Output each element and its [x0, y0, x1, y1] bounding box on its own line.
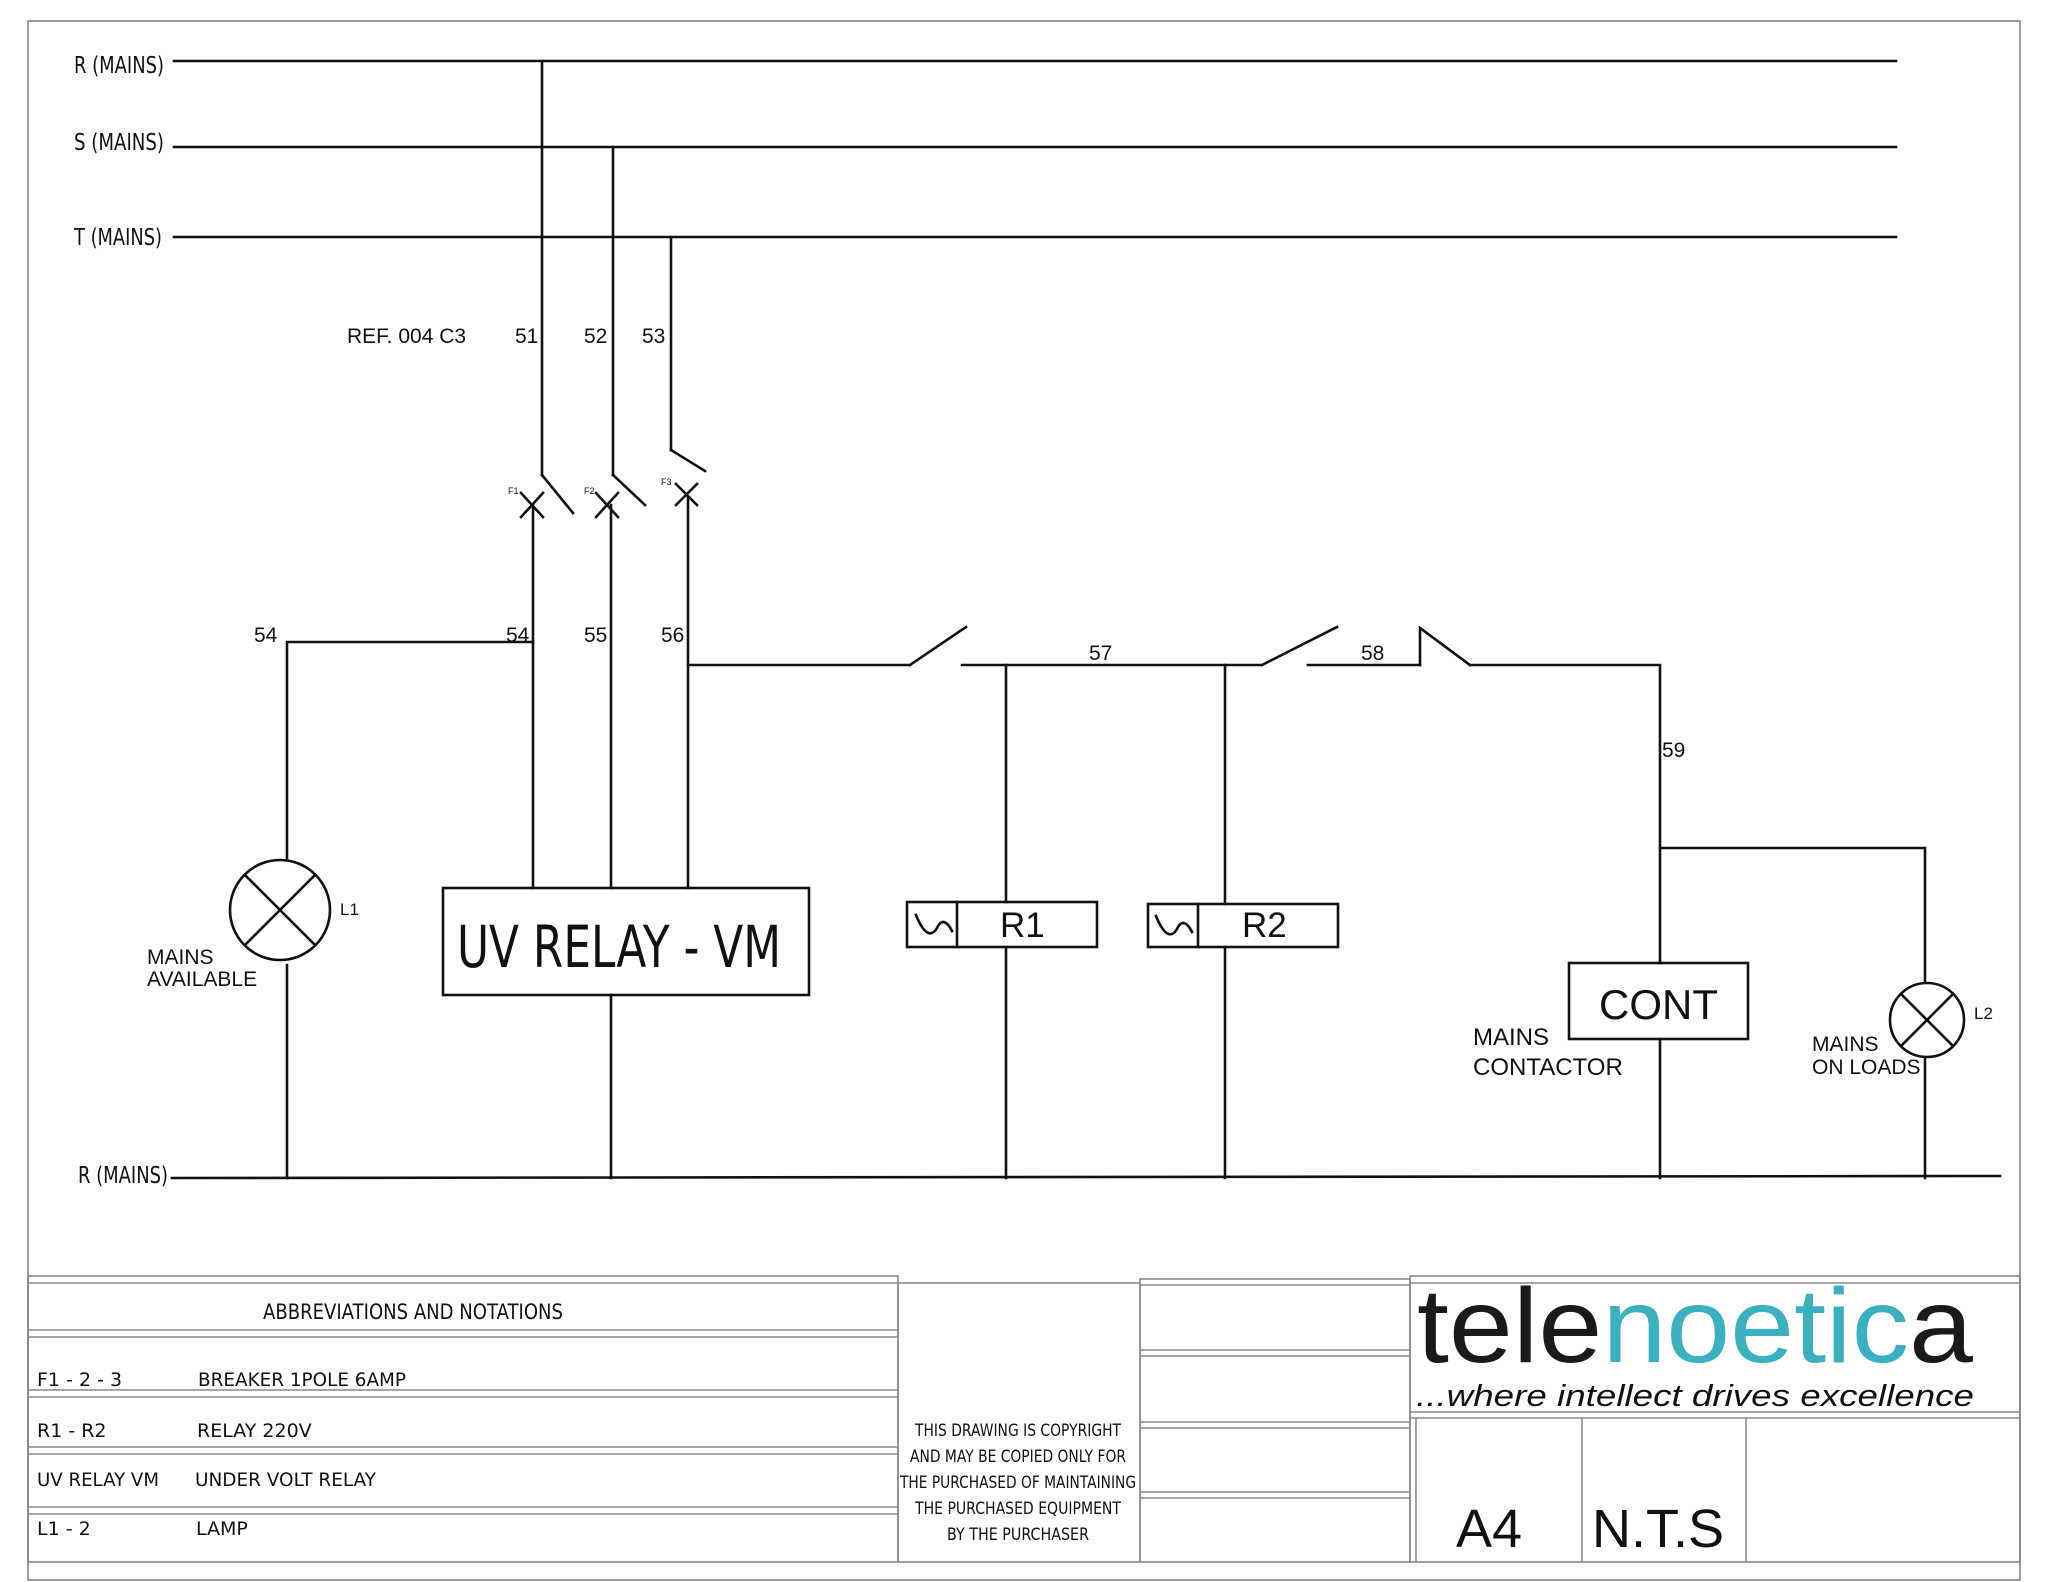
- breaker-f3: [674, 482, 699, 507]
- wire-59: [1468, 663, 1662, 965]
- wire-number-52: 52: [584, 325, 607, 348]
- ref-label: REF. 004 C3: [347, 325, 466, 348]
- wire-number-58: 58: [1361, 642, 1384, 665]
- copyright-notice: THIS DRAWING IS COPYRIGHT AND MAY BE COP…: [899, 1421, 1136, 1545]
- brand-logo-part3: a: [1909, 1267, 1973, 1385]
- notes-row-1-desc: BREAKER 1POLE 6AMP: [198, 1369, 406, 1391]
- wire-54-lamp-branch: [285, 640, 535, 860]
- lamp-l2-tag: L2: [1974, 1004, 1993, 1023]
- bus-label-t: T (MAINS): [73, 225, 162, 251]
- notes-row-2-code: R1 - R2: [37, 1420, 107, 1442]
- copyright-line-4: THE PURCHASED EQUIPMENT: [914, 1499, 1121, 1519]
- copyright-line-3: THE PURCHASED OF MAINTAINING: [899, 1473, 1136, 1493]
- relay-r1: [905, 900, 1099, 949]
- contact-1: [908, 625, 968, 667]
- breaker-f3-lead: [669, 448, 707, 473]
- wire-number-59: 59: [1662, 739, 1685, 762]
- brand-tagline: ...where intellect drives excellence: [1416, 1378, 1974, 1413]
- brand-logo-part1: tele: [1417, 1267, 1602, 1385]
- notes-row-4-code: L1 - 2: [37, 1518, 91, 1540]
- bus-label-s: S (MAINS): [74, 130, 164, 156]
- relay-r2: [1146, 902, 1340, 949]
- breaker-f1: [519, 473, 575, 519]
- lamp-l1-caption-line1: MAINS: [147, 946, 214, 969]
- copyright-line-5: BY THE PURCHASER: [947, 1525, 1089, 1545]
- wire-number-51: 51: [515, 325, 538, 348]
- lamp-l1-tag: L1: [340, 900, 359, 919]
- relay-r2-label: R2: [1242, 906, 1287, 945]
- bus-label-r-bottom: R (MAINS): [78, 1163, 168, 1189]
- wire-number-57: 57: [1089, 642, 1112, 665]
- wire-number-55: 55: [584, 624, 607, 647]
- notes-row-2-desc: RELAY 220V: [197, 1420, 312, 1442]
- breaker-tag-f1: F1: [508, 486, 519, 496]
- lamp-l2-symbol: [1888, 981, 1966, 1059]
- wire-number-54-lamp: 54: [254, 624, 278, 647]
- notes-row-3-code: UV RELAY VM: [37, 1469, 159, 1491]
- uv-relay-box: [441, 886, 811, 997]
- lamp-l1-caption-line2: AVAILABLE: [147, 968, 257, 991]
- copyright-line-1: THIS DRAWING IS COPYRIGHT: [914, 1421, 1121, 1441]
- breaker-tag-f3: F3: [661, 477, 672, 487]
- contactor-box: [1567, 961, 1750, 1041]
- lamp-l1-symbol: [228, 858, 332, 962]
- lamp-l2-caption-line2: ON LOADS: [1812, 1056, 1921, 1079]
- uv-relay-label: UV RELAY - VM: [457, 913, 781, 981]
- sheet-size-label: A4: [1456, 1499, 1522, 1559]
- wire-number-53: 53: [642, 325, 665, 348]
- notes-row-4-desc: LAMP: [196, 1518, 248, 1540]
- wire-number-54: 54: [506, 624, 530, 647]
- notes-row-3-desc: UNDER VOLT RELAY: [195, 1469, 376, 1491]
- contactor-label: CONT: [1599, 981, 1718, 1028]
- copyright-line-2: AND MAY BE COPIED ONLY FOR: [910, 1447, 1126, 1467]
- wire-l2-branch: [1658, 846, 1927, 984]
- scale-label: N.T.S: [1592, 1499, 1724, 1559]
- lamp-l2-caption-line1: MAINS: [1812, 1033, 1879, 1056]
- contactor-caption-line1: MAINS: [1473, 1024, 1549, 1051]
- bus-label-r-top: R (MAINS): [74, 53, 164, 79]
- brand-logo-part2: noetic: [1602, 1267, 1909, 1385]
- sheet-border: [27, 20, 2021, 1581]
- relay-r1-label: R1: [1000, 906, 1045, 945]
- notes-row-1-code: F1 - 2 - 3: [37, 1369, 122, 1391]
- breaker-tag-f2: F2: [584, 486, 595, 496]
- contact-3-nc: [1418, 625, 1472, 667]
- bus-r-mains-bottom: [170, 1174, 2002, 1180]
- wire-number-56: 56: [661, 624, 684, 647]
- contactor-caption-line2: CONTACTOR: [1473, 1054, 1623, 1081]
- breaker-f2: [594, 473, 647, 519]
- contact-2: [1260, 625, 1339, 667]
- title-block: [27, 1275, 2021, 1563]
- notes-heading: ABBREVIATIONS AND NOTATIONS: [263, 1300, 563, 1324]
